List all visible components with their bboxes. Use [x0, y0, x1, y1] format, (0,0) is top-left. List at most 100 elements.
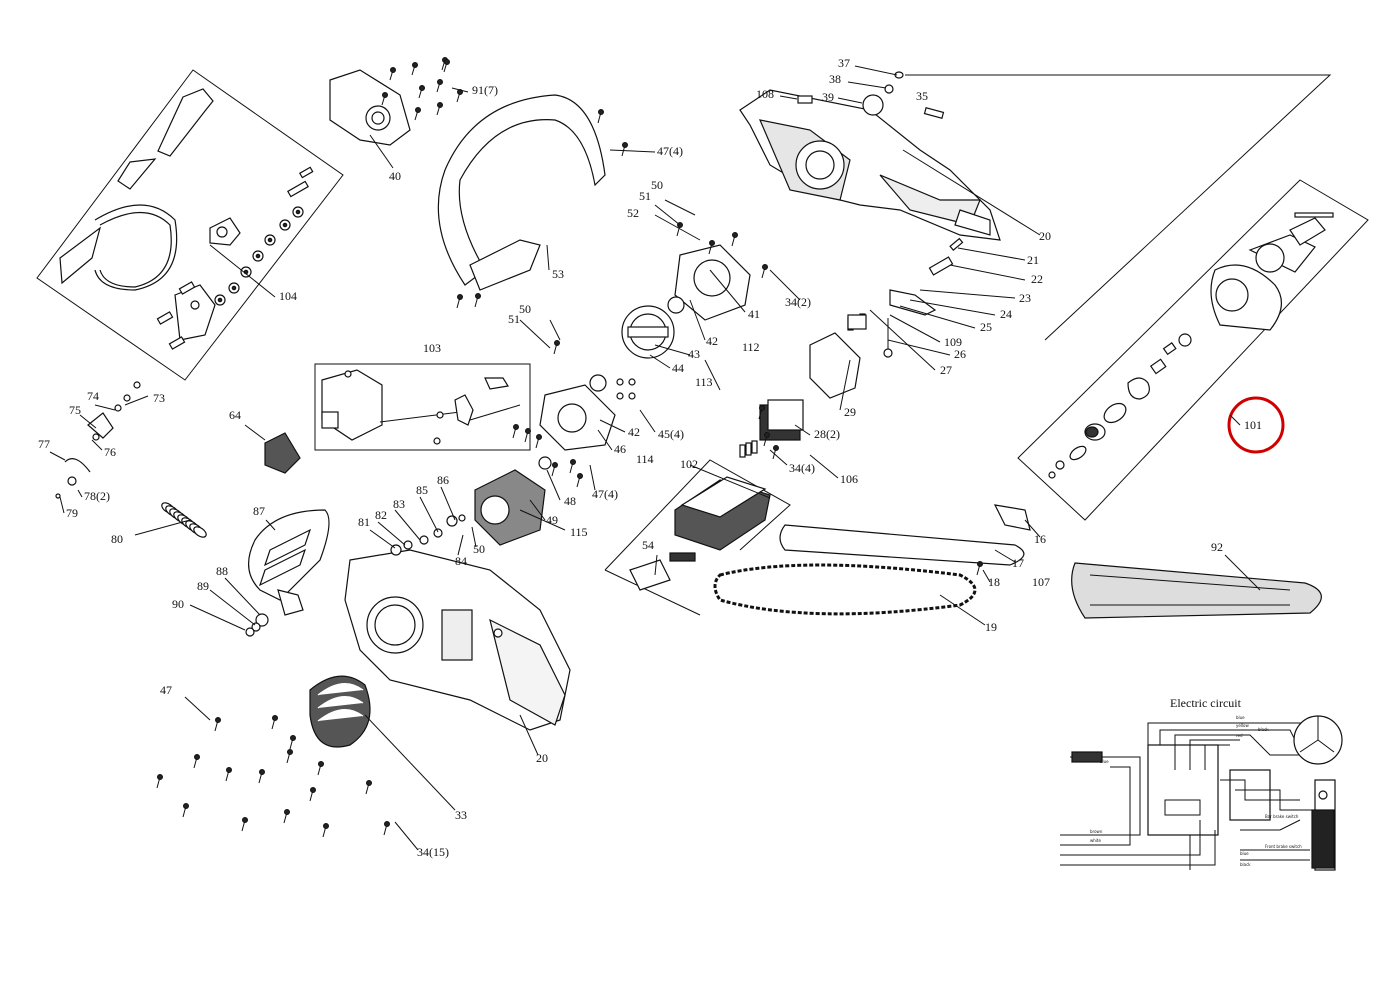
part-label: 45(4): [658, 427, 684, 441]
part-label: 42: [628, 425, 640, 439]
circuit-wire-label: blue: [1100, 759, 1109, 764]
circuit-wire-label: blue: [1240, 851, 1249, 856]
part-label: 88: [216, 564, 228, 578]
part-102-radiator: [674, 476, 771, 551]
part-label: 19: [985, 620, 997, 634]
part-label: 47(4): [657, 144, 683, 158]
part-label: 109: [944, 335, 962, 349]
part-label: 43: [688, 347, 700, 361]
part-label: 104: [279, 289, 297, 303]
part-label: 16: [1034, 532, 1046, 546]
part-label: 64: [229, 408, 241, 422]
circuit-wire-label: blue: [1236, 715, 1245, 720]
circuit-wire-label: black: [1258, 727, 1269, 732]
part-87-guard: [248, 509, 330, 616]
part-label: 33: [455, 808, 467, 822]
highlight-circle: [1227, 396, 1285, 454]
part-label: 113: [695, 375, 713, 389]
part-54-switch: [629, 552, 696, 591]
part-label: 25: [980, 320, 992, 334]
part-label: 18: [988, 575, 1000, 589]
part-label: 23: [1019, 291, 1031, 305]
part-label: 83: [393, 497, 405, 511]
part-40-bracket: [329, 69, 411, 146]
gear-assembly: [539, 244, 751, 451]
part-label: 77: [38, 437, 50, 451]
part-label: 26: [954, 347, 966, 361]
part-label: 39: [822, 90, 834, 104]
part-label: 34(4): [789, 461, 815, 475]
part-label: 82: [375, 508, 387, 522]
part-label: 78(2): [84, 489, 110, 503]
circuit-wire-label: Front brake switch: [1265, 844, 1302, 849]
part-label: 81: [358, 515, 370, 529]
part-label: 27: [940, 363, 952, 377]
circuit-wire-label: Bar brake switch: [1265, 814, 1299, 819]
part-17-guide-bar: [779, 504, 1031, 566]
part-49-motor: [474, 456, 552, 546]
part-label: 46: [614, 442, 626, 456]
part-label: 48: [564, 494, 576, 508]
part-label: 73: [153, 391, 165, 405]
part-label: 42: [706, 334, 718, 348]
part-label: 38: [829, 72, 841, 86]
part-label: 52: [627, 206, 639, 220]
part-label: 47: [160, 683, 172, 697]
part-label: 34(2): [785, 295, 811, 309]
part-label: 41: [748, 307, 760, 321]
circuit-wire-label: brown: [1090, 829, 1103, 834]
circuit-wire-label: yellow: [1236, 723, 1249, 728]
part-label: 90: [172, 597, 184, 611]
part-label: 115: [570, 525, 588, 539]
part-53-handle: [437, 94, 606, 291]
part-label: 87: [253, 504, 265, 518]
part-92-bar-cover: [1071, 562, 1322, 619]
circuit-title: Electric circuit: [1170, 696, 1242, 710]
part-label: 54: [642, 538, 654, 552]
part-label: 29: [844, 405, 856, 419]
part-20-upper-housing: [739, 89, 1001, 241]
part-label: 20: [536, 751, 548, 765]
circuit-wire-label: red: [1236, 733, 1243, 738]
part-19-chain: [713, 563, 977, 616]
part-label: 22: [1031, 272, 1043, 286]
circuit-wire-label: black: [1240, 862, 1251, 867]
part-label: 89: [197, 579, 209, 593]
part-label: 40: [389, 169, 401, 183]
part-label: 85: [416, 483, 428, 497]
part-label: 37: [838, 56, 850, 70]
part-20-lower-housing: [344, 549, 571, 731]
part-label: 101: [1244, 418, 1262, 432]
part-label: 91(7): [472, 83, 498, 97]
part-label: 20: [1039, 229, 1051, 243]
part-label: 44: [672, 361, 684, 375]
part-label: 75: [69, 403, 81, 417]
part-label: 106: [840, 472, 858, 486]
part-label: 103: [423, 341, 441, 355]
part-label: 51: [639, 189, 651, 203]
part-label: 107: [1032, 575, 1050, 589]
part-label: 80: [111, 532, 123, 546]
part-label: 114: [636, 452, 654, 466]
group-104-frame: [36, 69, 344, 381]
part-label: 50: [519, 302, 531, 316]
part-label: 102: [680, 457, 698, 471]
part-label: 47(4): [592, 487, 618, 501]
part-label: 76: [104, 445, 116, 459]
part-label: 92: [1211, 540, 1223, 554]
part-label: 74: [87, 389, 99, 403]
group-103-frame: [314, 363, 531, 451]
part-label: 53: [552, 267, 564, 281]
part-label: 86: [437, 473, 449, 487]
part-label: 35: [916, 89, 928, 103]
part-label: 21: [1027, 253, 1039, 267]
part-label: 34(15): [417, 845, 449, 859]
group-101-frame: [1017, 179, 1369, 521]
part-label: 50: [473, 542, 485, 556]
part-label: 79: [66, 506, 78, 520]
part-label: 51: [508, 312, 520, 326]
part-label: 84: [455, 554, 467, 568]
electric-circuit-diagram: Electric circuit blue yellow red blue black b…: [1060, 696, 1343, 871]
